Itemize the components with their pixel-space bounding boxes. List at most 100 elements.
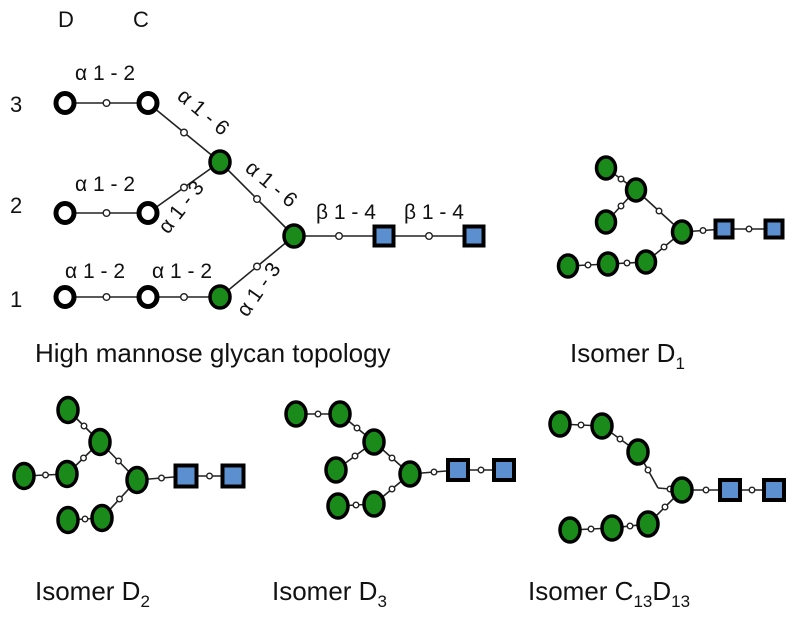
column-label-c: C — [133, 7, 149, 32]
c13d13-mannose-2 — [590, 412, 614, 440]
c13d13-mannose-core — [670, 476, 694, 504]
d1-bond-4-dot — [623, 259, 631, 267]
d2-bond-7-dot — [205, 472, 213, 480]
d3-bond-5-dot — [388, 485, 396, 493]
d3-bond-1-dot — [353, 424, 361, 432]
main-bond-2-dot — [102, 208, 111, 217]
main-bond-6-dot — [179, 293, 188, 302]
c13d13-bond-5-dot — [626, 522, 634, 530]
d3-bond-0-dot — [314, 410, 322, 418]
c13d13-mannose-3 — [626, 438, 650, 466]
c13d13-bond-0-dot — [577, 421, 585, 429]
d2-mannose-2 — [88, 427, 112, 457]
d2-bond-4-dot — [81, 515, 89, 523]
residue-layer — [12, 91, 786, 544]
title-isomer-c13d13: Isomer C13D13 — [528, 576, 690, 611]
d1-bond-1-dot — [655, 207, 663, 215]
c13d13-bond-1-dot — [616, 435, 624, 443]
d3-mannose-4 — [324, 456, 348, 484]
main-bond-4-dot — [252, 194, 261, 203]
d1-mannose-6 — [634, 249, 658, 275]
branch-label-3: 3 — [10, 92, 22, 117]
c13d13-bond-4-dot — [587, 525, 595, 533]
main-bond-9-dot — [425, 231, 434, 240]
d3-mannose-core — [398, 460, 422, 488]
c13d13-bond-7-dot — [702, 486, 710, 494]
mannose-d-branch2 — [53, 201, 77, 225]
d1-mannose-5 — [596, 251, 620, 277]
c13d13-bond-6-dot — [661, 503, 669, 511]
mannose-c-branch1 — [136, 285, 160, 309]
main-bond-8-dot — [335, 231, 344, 240]
d2-bond-2-dot — [42, 471, 50, 479]
mannose-c-branch2 — [136, 201, 160, 225]
d2-mannose-core — [125, 465, 149, 495]
branch-label-2: 2 — [10, 193, 22, 218]
title-isomer-d2: Isomer D2 — [35, 576, 150, 611]
d1-bond-7-dot — [745, 225, 753, 233]
d2-mannose-1 — [56, 395, 80, 425]
title-high-mannose: High mannose glycan topology — [35, 338, 391, 368]
glcnac-2 — [462, 224, 486, 248]
d3-mannose-1 — [284, 400, 308, 428]
linkage-label-b14-second: β 1 - 4 — [404, 201, 464, 224]
c13d13-bond-8-dot — [748, 486, 756, 494]
d1-mannose-core — [670, 219, 694, 245]
main-bond-1-dot — [179, 128, 188, 137]
d1-bond-2-dot — [617, 202, 625, 210]
mannose-d-branch3 — [53, 91, 77, 115]
column-label-d: D — [58, 7, 74, 32]
d1-bond-0-dot — [617, 175, 625, 183]
linkage-label-b14-first: β 1 - 4 — [316, 201, 376, 224]
mannose-core — [282, 223, 306, 249]
d2-bond-1-dot — [114, 457, 122, 465]
d2-mannose-3 — [12, 461, 36, 491]
main-bond-3-dot — [179, 183, 188, 192]
d2-bond-0-dot — [80, 422, 88, 430]
d1-mannose-2 — [624, 177, 648, 203]
d3-bond-6-dot — [430, 468, 438, 476]
d1-glcnac-2 — [763, 218, 785, 240]
d2-glcnac-2 — [220, 463, 246, 489]
d2-bond-6-dot — [157, 474, 165, 482]
d2-mannose-4 — [55, 459, 79, 489]
linkage-label-a12-branch3: α 1 - 2 — [75, 62, 135, 85]
mannose-a13-arm — [208, 284, 232, 310]
main-bond-0-dot — [102, 98, 111, 107]
d3-mannose-6 — [362, 490, 386, 518]
main-bond-7-dot — [252, 262, 261, 271]
d3-mannose-3 — [362, 428, 386, 456]
linkage-label-a12-branch1-right: α 1 - 2 — [152, 260, 212, 283]
d3-mannose-5 — [326, 492, 350, 520]
d2-bond-3-dot — [79, 454, 87, 462]
d1-mannose-1 — [594, 155, 618, 181]
d3-bond-2-dot — [388, 454, 396, 462]
d3-bond-7-dot — [477, 466, 485, 474]
branch-label-1: 1 — [10, 287, 22, 312]
title-isomer-d3: Isomer D3 — [272, 576, 387, 611]
mannose-d-branch1 — [53, 285, 77, 309]
d1-mannose-4 — [556, 253, 580, 279]
linkage-label-a12-branch2: α 1 - 2 — [75, 173, 135, 196]
d3-bond-4-dot — [352, 501, 360, 509]
c13d13-glcnac-1 — [718, 478, 742, 502]
d2-bond-5-dot — [115, 495, 123, 503]
linkage-label-a16-core: α 1 - 6 — [241, 156, 302, 212]
d3-glcnac-1 — [446, 458, 470, 482]
d3-bond-3-dot — [351, 452, 359, 460]
d1-glcnac-1 — [713, 218, 735, 240]
c13d13-mannose-4 — [558, 516, 582, 544]
glcnac-1 — [372, 224, 396, 248]
linkage-label-a12-branch1-left: α 1 - 2 — [65, 260, 125, 283]
d1-bond-6-dot — [699, 226, 707, 234]
d2-glcnac-1 — [173, 463, 199, 489]
c13d13-mannose-5 — [600, 514, 624, 542]
d2-mannose-6 — [90, 503, 114, 533]
c13d13-bond-2-dot — [644, 466, 652, 474]
d1-bond-3-dot — [584, 261, 592, 269]
c13d13-mannose-6 — [636, 510, 660, 538]
main-bond-5-dot — [102, 293, 111, 302]
d1-bond-5-dot — [660, 243, 668, 251]
mannose-a16-arm — [208, 149, 232, 175]
